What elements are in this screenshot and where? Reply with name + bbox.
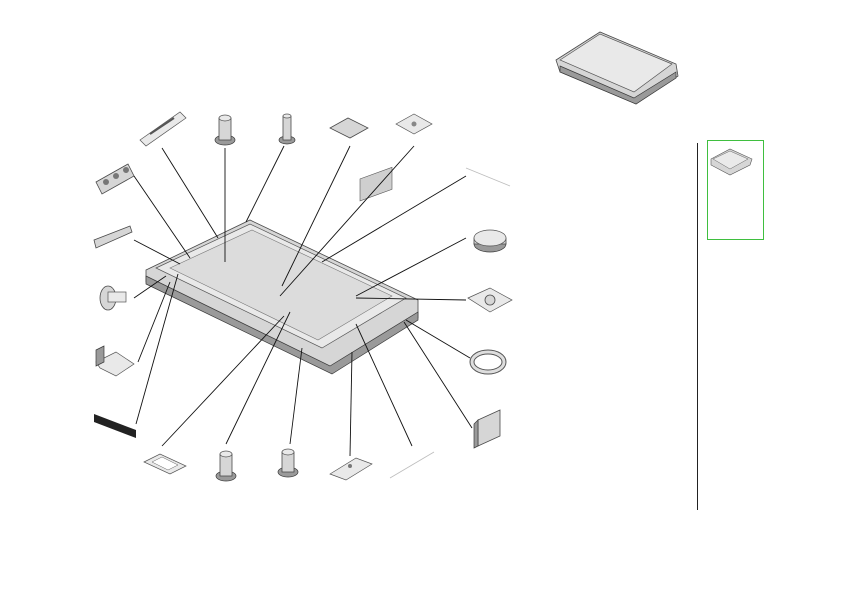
black-strip [94,414,136,438]
round-button [473,229,507,253]
pin-bottom-b [277,448,299,478]
pin-top-a [214,114,236,146]
thumbnail-image [710,148,753,176]
flat-strip [93,225,133,249]
pad-square [329,117,369,139]
pin-top-b [278,113,296,145]
screw-left [99,285,127,311]
tray-frame [143,453,187,475]
gasket-strip [139,111,187,147]
thumbnail-item-selected[interactable] [707,140,764,240]
thin-line-top [465,167,511,187]
plate-with-dome [467,287,513,313]
l-bracket [95,345,135,377]
main-housing [145,166,419,375]
thin-line-bottom [389,451,435,479]
assembled-preview [555,31,679,105]
corner-cap [473,409,501,449]
bracket-square-top [395,113,433,135]
panel-divider [697,143,698,510]
clip-bottom [329,457,373,481]
leader-lines [133,145,473,457]
ring-washer [469,349,507,375]
connector-block [95,163,135,195]
pin-bottom-a [215,450,237,482]
